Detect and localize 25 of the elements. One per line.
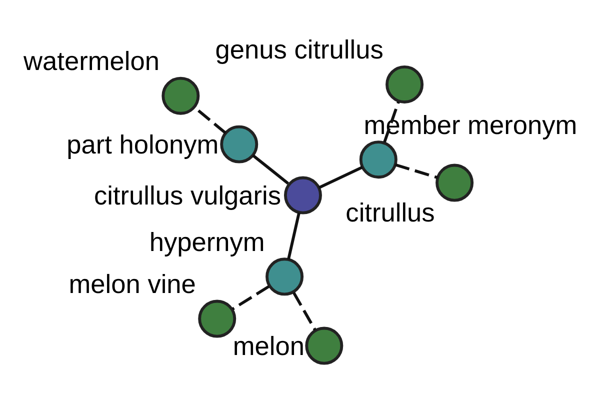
node-label: citrullus bbox=[346, 196, 435, 227]
node-label: hypernym bbox=[149, 226, 265, 256]
connector bbox=[383, 100, 400, 142]
node-label: watermelon bbox=[24, 46, 160, 76]
node-label: part holonym bbox=[66, 129, 219, 160]
connector bbox=[252, 154, 290, 184]
node-label: melon vine bbox=[68, 268, 196, 299]
connector bbox=[292, 291, 316, 330]
node-label: melon bbox=[232, 330, 304, 361]
connector bbox=[318, 165, 364, 189]
node-circle bbox=[436, 163, 474, 202]
node-circle bbox=[284, 176, 322, 214]
connector bbox=[394, 162, 438, 179]
node-circle bbox=[162, 76, 200, 114]
node-circle bbox=[266, 257, 304, 296]
connector bbox=[232, 284, 270, 310]
node-label: member meronym bbox=[364, 109, 578, 140]
node-circle bbox=[386, 64, 424, 103]
connector bbox=[287, 212, 300, 260]
node-circle bbox=[220, 124, 258, 163]
node-label: genus citrullus bbox=[215, 34, 384, 64]
node-circle bbox=[198, 299, 236, 338]
node-circle bbox=[305, 326, 344, 364]
node-circle bbox=[359, 140, 398, 178]
node-label: citrullus vulgaris bbox=[94, 180, 282, 210]
